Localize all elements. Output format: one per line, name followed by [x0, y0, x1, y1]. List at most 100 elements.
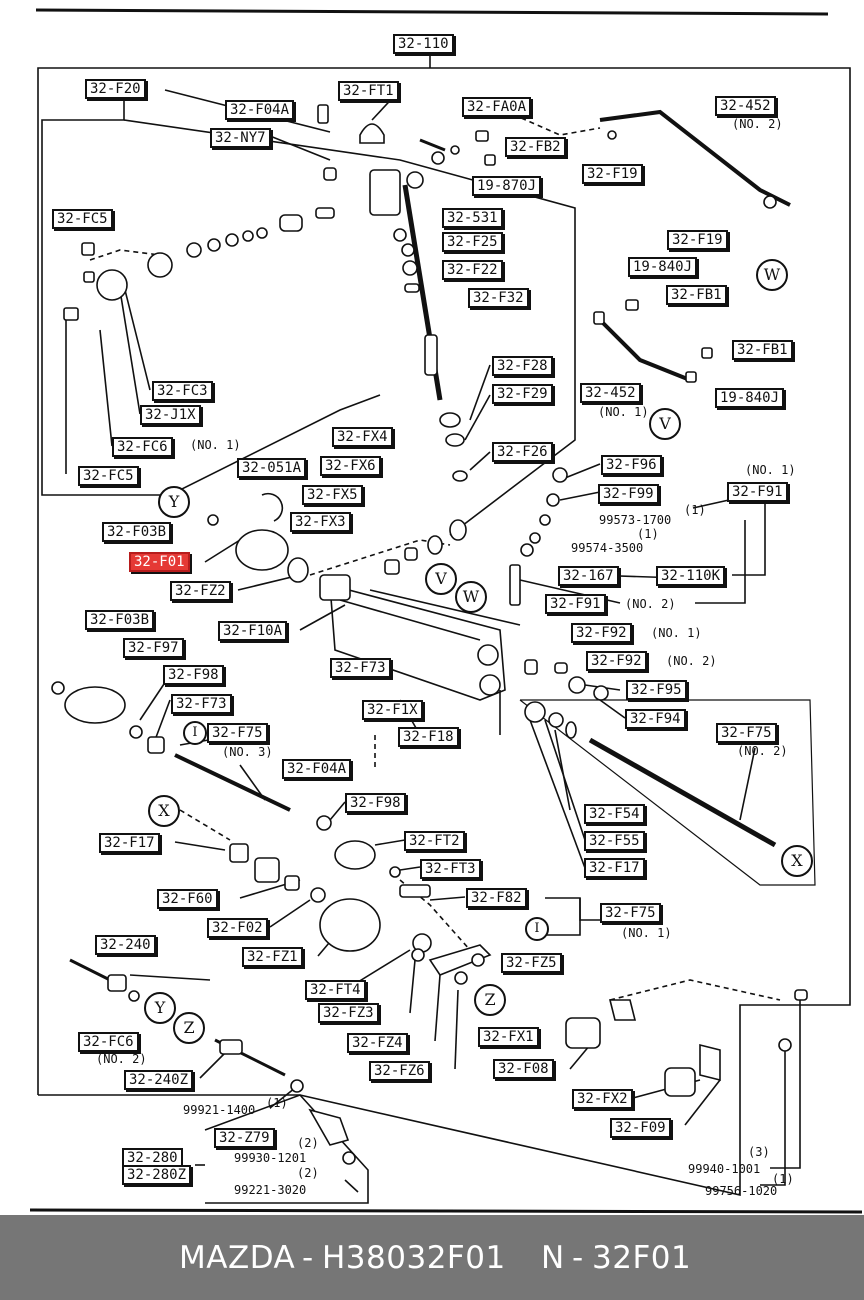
part-label-32-f29[interactable]: 32-F29: [492, 384, 553, 404]
callout-w-right[interactable]: W: [756, 259, 788, 291]
part-label-32-f17-left[interactable]: 32-F17: [99, 833, 160, 853]
note-no1-c: (NO. 1): [745, 463, 796, 477]
part-label-32-fz4[interactable]: 32-FZ4: [347, 1033, 408, 1053]
part-label-32-452-mid[interactable]: 32-452: [580, 383, 641, 403]
part-label-32-f04a-top[interactable]: 32-F04A: [225, 100, 295, 120]
part-label-32-fc6-top[interactable]: 32-FC6: [112, 437, 173, 457]
part-label-32-ny7[interactable]: 32-NY7: [210, 128, 271, 148]
part-label-32-f04a-mid[interactable]: 32-F04A: [282, 759, 352, 779]
note-99921: 99921-1400: [183, 1103, 256, 1117]
part-label-32-j1x[interactable]: 32-J1X: [140, 405, 201, 425]
part-label-32-fx4[interactable]: 32-FX4: [332, 427, 393, 447]
part-label-32-110k[interactable]: 32-110K: [656, 566, 726, 586]
part-label-32-240z[interactable]: 32-240Z: [124, 1070, 194, 1090]
part-label-32-fx6[interactable]: 32-FX6: [320, 456, 381, 476]
part-label-32-f92-a[interactable]: 32-F92: [571, 623, 632, 643]
part-label-19-870j[interactable]: 19-870J: [472, 176, 542, 196]
part-label-32-f54[interactable]: 32-F54: [584, 804, 645, 824]
part-label-32-f75-no3[interactable]: 32-F75: [207, 723, 268, 743]
callout-i-a[interactable]: I: [183, 721, 207, 745]
part-label-32-f08[interactable]: 32-F08: [493, 1059, 554, 1079]
callout-y-left[interactable]: Y: [158, 486, 190, 518]
part-label-32-531[interactable]: 32-531: [442, 208, 503, 228]
part-label-32-ft4[interactable]: 32-FT4: [305, 980, 366, 1000]
part-label-32-f22[interactable]: 32-F22: [442, 260, 503, 280]
part-label-19-840j-b[interactable]: 19-840J: [715, 388, 785, 408]
part-label-32-ft1[interactable]: 32-FT1: [338, 81, 399, 101]
part-label-32-fb1-a[interactable]: 32-FB1: [666, 285, 727, 305]
callout-x-right[interactable]: X: [781, 845, 813, 877]
part-label-32-fb1-b[interactable]: 32-FB1: [732, 340, 793, 360]
part-label-32-f17-right[interactable]: 32-F17: [584, 858, 645, 878]
part-label-32-f99[interactable]: 32-F99: [598, 484, 659, 504]
part-label-32-fz1[interactable]: 32-FZ1: [242, 947, 303, 967]
part-label-32-fb2[interactable]: 32-FB2: [505, 137, 566, 157]
part-label-32-f73-a[interactable]: 32-F73: [330, 658, 391, 678]
part-label-32-fc5-top[interactable]: 32-FC5: [52, 209, 113, 229]
part-label-32-f60[interactable]: 32-F60: [157, 889, 218, 909]
part-label-32-280z[interactable]: 32-280Z: [122, 1165, 192, 1185]
part-label-32-fz5[interactable]: 32-FZ5: [501, 953, 562, 973]
part-label-32-280[interactable]: 32-280: [122, 1148, 183, 1166]
part-label-32-452-top[interactable]: 32-452: [715, 96, 776, 116]
callout-x-left[interactable]: X: [148, 795, 180, 827]
part-label-32-z79[interactable]: 32-Z79: [214, 1128, 275, 1148]
callout-z-bottom[interactable]: Z: [173, 1012, 205, 1044]
part-label-32-f25[interactable]: 32-F25: [442, 232, 503, 252]
part-label-32-fc6-bot[interactable]: 32-FC6: [78, 1032, 139, 1052]
part-label-32-167[interactable]: 32-167: [558, 566, 619, 586]
callout-y-bottom[interactable]: Y: [144, 992, 176, 1024]
part-label-32-f03b-mid[interactable]: 32-F03B: [85, 610, 155, 630]
part-label-32-ft3[interactable]: 32-FT3: [420, 859, 481, 879]
part-label-32-fz6[interactable]: 32-FZ6: [369, 1061, 430, 1081]
part-label-32-f01-highlighted[interactable]: 32-F01: [129, 552, 190, 572]
part-label-32-f98-a[interactable]: 32-F98: [163, 665, 224, 685]
note-no1-e: (NO. 1): [621, 926, 672, 940]
part-label-32-f94[interactable]: 32-F94: [625, 709, 686, 729]
part-label-32-ft2[interactable]: 32-FT2: [404, 831, 465, 851]
part-label-32-f18[interactable]: 32-F18: [398, 727, 459, 747]
part-label-32-f98-b[interactable]: 32-F98: [345, 793, 406, 813]
part-label-32-f91-b[interactable]: 32-F91: [545, 594, 606, 614]
part-label-32-110[interactable]: 32-110: [393, 34, 454, 54]
part-label-32-f96[interactable]: 32-F96: [601, 455, 662, 475]
callout-v-center[interactable]: V: [425, 563, 457, 595]
part-label-32-f10a[interactable]: 32-F10A: [218, 621, 288, 641]
part-label-32-f1x[interactable]: 32-F1X: [362, 700, 423, 720]
part-label-32-fc3[interactable]: 32-FC3: [152, 381, 213, 401]
callout-z-right[interactable]: Z: [474, 984, 506, 1016]
part-label-32-f19-mid[interactable]: 32-F19: [667, 230, 728, 250]
part-label-32-fx1[interactable]: 32-FX1: [478, 1027, 539, 1047]
part-label-32-fz3[interactable]: 32-FZ3: [318, 1003, 379, 1023]
part-label-32-f20[interactable]: 32-F20: [85, 79, 146, 99]
part-label-32-f82[interactable]: 32-F82: [466, 888, 527, 908]
part-label-32-f19-top[interactable]: 32-F19: [582, 164, 643, 184]
part-label-32-f91-r[interactable]: 32-F91: [727, 482, 788, 502]
part-label-32-f75-no2[interactable]: 32-F75: [716, 723, 777, 743]
callout-v-right[interactable]: V: [649, 408, 681, 440]
part-label-32-fx2[interactable]: 32-FX2: [572, 1089, 633, 1109]
part-label-32-fx3[interactable]: 32-FX3: [290, 512, 351, 532]
part-label-32-051a[interactable]: 32-051A: [237, 458, 307, 478]
part-label-19-840j-a[interactable]: 19-840J: [628, 257, 698, 277]
part-label-32-f75-no1[interactable]: 32-F75: [600, 903, 661, 923]
part-label-32-f95[interactable]: 32-F95: [626, 680, 687, 700]
part-label-32-fx5[interactable]: 32-FX5: [302, 485, 363, 505]
part-label-32-240[interactable]: 32-240: [95, 935, 156, 955]
part-label-32-f97[interactable]: 32-F97: [123, 638, 184, 658]
part-label-32-fz2[interactable]: 32-FZ2: [170, 581, 231, 601]
part-label-32-f03b-top[interactable]: 32-F03B: [102, 522, 172, 542]
part-label-32-f73-b[interactable]: 32-F73: [171, 694, 232, 714]
part-label-32-f92-b[interactable]: 32-F92: [586, 651, 647, 671]
part-label-32-f55[interactable]: 32-F55: [584, 831, 645, 851]
callout-w-center[interactable]: W: [455, 581, 487, 613]
part-label-32-fc5-bot[interactable]: 32-FC5: [78, 466, 139, 486]
part-label-32-fa0a[interactable]: 32-FA0A: [462, 97, 532, 117]
part-label-32-f02[interactable]: 32-F02: [207, 918, 268, 938]
part-label-32-f28[interactable]: 32-F28: [492, 356, 553, 376]
part-label-32-f09[interactable]: 32-F09: [610, 1118, 671, 1138]
part-label-32-f32[interactable]: 32-F32: [468, 288, 529, 308]
note-one-d: (1): [772, 1172, 794, 1186]
part-label-32-f26[interactable]: 32-F26: [492, 442, 553, 462]
callout-i-b[interactable]: I: [525, 917, 549, 941]
